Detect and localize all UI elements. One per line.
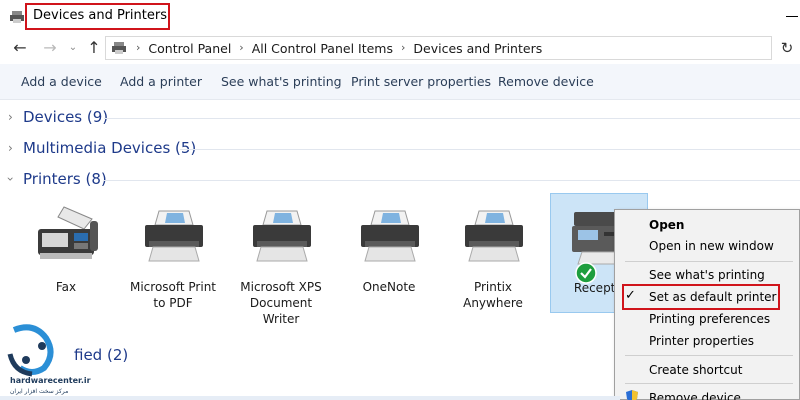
breadcrumb-separator-icon: › bbox=[401, 41, 406, 54]
breadcrumb-separator-icon: › bbox=[239, 41, 244, 54]
command-bar: Add a device Add a printer See what's pr… bbox=[0, 64, 800, 100]
add-device-button[interactable]: Add a device bbox=[21, 74, 102, 89]
watermark-tagline: مرکز سخت افزار ایران bbox=[10, 388, 69, 395]
device-printix[interactable]: Printix Anywhere bbox=[444, 193, 542, 313]
printer-icon bbox=[361, 210, 419, 262]
printer-icon bbox=[145, 210, 203, 262]
title-bar: Devices and Printers bbox=[0, 0, 800, 34]
refresh-icon[interactable]: ↻ bbox=[780, 39, 794, 57]
device-label: Printix Anywhere bbox=[463, 280, 523, 310]
set-default-highlight-box bbox=[622, 284, 780, 310]
menu-separator bbox=[625, 355, 793, 356]
print-server-properties-button[interactable]: Print server properties bbox=[351, 74, 492, 89]
device-label: Fax bbox=[55, 280, 77, 294]
group-title-printers: Printers (8) bbox=[23, 170, 107, 188]
menu-separator bbox=[625, 383, 793, 384]
address-bar[interactable]: › Control Panel › All Control Panel Item… bbox=[105, 36, 772, 60]
devices-printers-icon bbox=[10, 11, 24, 23]
breadcrumb-all-items[interactable]: All Control Panel Items bbox=[251, 41, 393, 56]
printer-icon bbox=[253, 210, 311, 262]
remove-device-button[interactable]: Remove device bbox=[498, 74, 594, 89]
menu-item-printing-preferences[interactable]: Printing preferences bbox=[649, 312, 771, 326]
device-fax[interactable]: Fax bbox=[17, 193, 115, 313]
group-divider bbox=[180, 149, 800, 150]
group-title-unspecified: fied (2) bbox=[74, 346, 129, 364]
forward-arrow-icon[interactable]: → bbox=[43, 38, 57, 57]
menu-item-open[interactable]: Open bbox=[649, 218, 685, 232]
minimize-button[interactable] bbox=[786, 16, 798, 17]
breadcrumb-separator-icon: › bbox=[136, 41, 141, 54]
breadcrumb-devices-printers[interactable]: Devices and Printers bbox=[413, 41, 543, 56]
device-xps-writer[interactable]: Microsoft XPS Document Writer bbox=[232, 193, 330, 326]
device-label: Microsoft XPS Document Writer bbox=[240, 280, 322, 326]
group-title-devices: Devices (9) bbox=[23, 108, 109, 126]
hardwarecenter-logo-icon bbox=[7, 324, 54, 377]
chevron-down-icon: › bbox=[3, 176, 18, 182]
context-menu: Open Open in new window See what's print… bbox=[614, 209, 800, 400]
group-multimedia[interactable]: › Multimedia Devices (5) bbox=[0, 138, 800, 160]
menu-item-open-new-window[interactable]: Open in new window bbox=[649, 239, 774, 253]
menu-item-set-default[interactable]: ✓ Set as default printer bbox=[625, 288, 777, 304]
status-strip bbox=[0, 396, 620, 400]
menu-item-printer-properties[interactable]: Printer properties bbox=[649, 334, 754, 348]
group-devices[interactable]: › Devices (9) bbox=[0, 107, 800, 129]
window-title: Devices and Printers bbox=[33, 8, 167, 23]
device-label: Receptio bbox=[573, 281, 627, 295]
device-label: OneNote bbox=[362, 280, 416, 294]
printer-icon bbox=[465, 210, 523, 262]
group-divider bbox=[104, 118, 800, 119]
breadcrumb-control-panel[interactable]: Control Panel bbox=[148, 41, 232, 56]
group-unspecified[interactable]: fied (2) bbox=[0, 345, 800, 367]
add-printer-button[interactable]: Add a printer bbox=[120, 74, 203, 89]
group-printers[interactable]: › Printers (8) bbox=[0, 169, 800, 191]
menu-item-create-shortcut[interactable]: Create shortcut bbox=[649, 363, 743, 377]
breadcrumb: › Control Panel › All Control Panel Item… bbox=[128, 41, 542, 56]
navigation-bar: ← → ⌄ ↑ › Control Panel › All Control Pa… bbox=[0, 34, 800, 62]
group-divider bbox=[104, 180, 800, 181]
fax-icon bbox=[38, 206, 98, 259]
checkmark-icon: ✓ bbox=[625, 288, 636, 303]
device-print-to-pdf[interactable]: Microsoft Print to PDF bbox=[124, 193, 222, 313]
menu-item-remove-device[interactable]: Remove device bbox=[615, 387, 799, 400]
group-title-multimedia: Multimedia Devices (5) bbox=[23, 139, 197, 157]
chevron-right-icon: › bbox=[8, 110, 13, 124]
device-label: Microsoft Print to PDF bbox=[129, 280, 217, 310]
see-printing-button[interactable]: See what's printing bbox=[221, 74, 342, 89]
up-arrow-icon[interactable]: ↑ bbox=[87, 38, 101, 57]
menu-item-see-printing[interactable]: See what's printing bbox=[649, 268, 765, 282]
shield-icon bbox=[626, 390, 638, 400]
menu-separator bbox=[625, 261, 793, 262]
recent-locations-chevron-icon[interactable]: ⌄ bbox=[68, 42, 78, 53]
default-check-icon bbox=[575, 262, 597, 284]
chevron-right-icon: › bbox=[8, 141, 13, 155]
back-arrow-icon[interactable]: ← bbox=[13, 38, 27, 57]
title-highlight-box: Devices and Printers bbox=[25, 3, 170, 30]
watermark-site: hardwarecenter.ir bbox=[10, 376, 91, 385]
device-onenote[interactable]: OneNote bbox=[340, 193, 438, 313]
control-panel-icon bbox=[112, 42, 126, 54]
